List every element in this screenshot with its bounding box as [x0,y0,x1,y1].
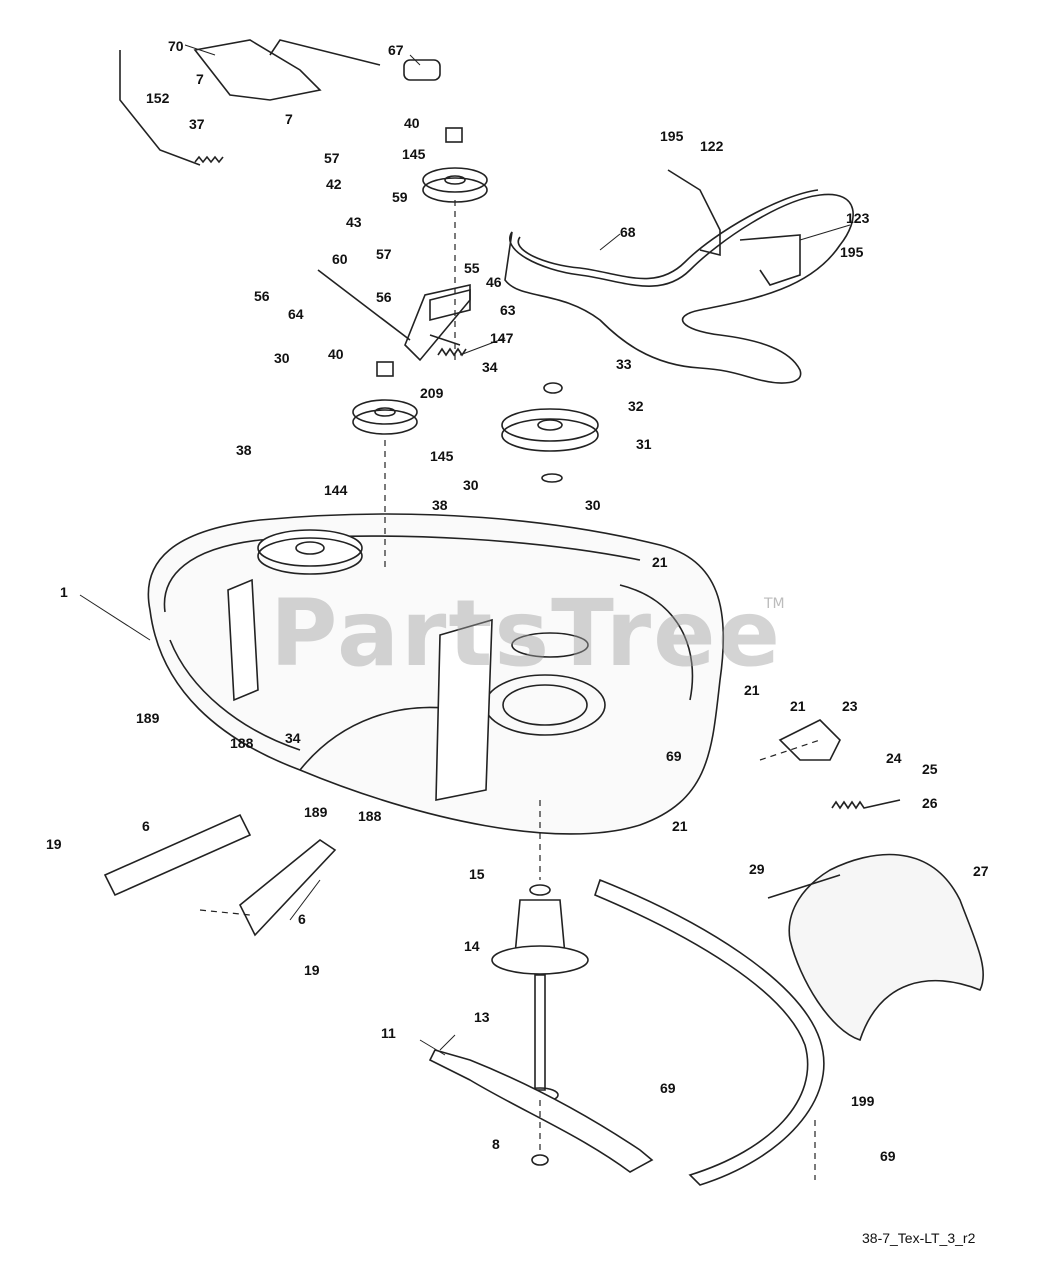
part-label[interactable]: 42 [326,176,342,192]
part-label[interactable]: 147 [490,330,514,346]
part-label[interactable]: 11 [381,1025,396,1041]
part-label[interactable]: 46 [486,274,502,290]
part-label[interactable]: 33 [616,356,632,372]
part-label[interactable]: 69 [880,1148,896,1164]
deck-bracket-left [227,578,493,801]
part-label[interactable]: 32 [628,398,644,414]
part-label[interactable]: 26 [922,795,938,811]
idler-pulley-upper [422,127,488,203]
deck-pulley-right [511,632,589,658]
mower-blade [428,1049,654,1173]
part-label[interactable]: 145 [402,146,426,162]
part-label[interactable]: 56 [254,288,270,304]
lift-lever-assembly [119,39,441,166]
part-label[interactable]: 188 [230,735,254,751]
part-label[interactable]: 30 [274,350,290,366]
part-label[interactable]: 6 [142,818,150,834]
part-label[interactable]: 189 [136,710,160,726]
part-label[interactable]: 38 [236,442,252,458]
part-label[interactable]: 34 [482,359,498,375]
drive-belt [504,189,854,384]
part-label[interactable]: 122 [700,138,724,154]
part-label[interactable]: 209 [420,385,444,401]
part-label[interactable]: 1 [60,584,68,600]
part-label[interactable]: 13 [474,1009,490,1025]
part-label[interactable]: 21 [790,698,806,714]
part-label[interactable]: 68 [620,224,636,240]
part-label[interactable]: 30 [463,477,479,493]
part-label[interactable]: 70 [168,38,184,54]
part-label[interactable]: 14 [464,938,480,954]
part-label[interactable]: 6 [298,911,306,927]
trademark-mark: TM [764,596,785,612]
spring-152 [194,155,224,164]
watermark: PartsTree [270,580,782,687]
part-label[interactable]: 199 [851,1093,875,1109]
part-label[interactable]: 27 [973,863,989,879]
alignment-lines [199,200,821,1180]
part-label[interactable]: 55 [464,260,480,276]
part-label[interactable]: 19 [46,836,62,852]
blade-bolt [531,1154,549,1166]
part-label[interactable]: 145 [430,448,454,464]
part-label[interactable]: 29 [749,861,765,877]
part-label[interactable]: 38 [432,497,448,513]
leader-lines [79,44,851,1056]
part-label[interactable]: 24 [886,750,902,766]
part-label[interactable]: 21 [672,818,688,834]
part-label[interactable]: 64 [288,306,304,322]
chute-bracket [778,719,841,761]
part-label[interactable]: 123 [846,210,870,226]
deck-shell [147,513,725,835]
part-label[interactable]: 23 [842,698,858,714]
deck-hanger-left [103,813,337,937]
part-label[interactable]: 69 [660,1080,676,1096]
part-label[interactable]: 152 [146,90,170,106]
part-label[interactable]: 195 [660,128,684,144]
idler-pulley-lower [352,361,418,435]
part-label[interactable]: 7 [285,111,293,127]
part-label[interactable]: 40 [404,115,420,131]
deflector-strap [594,878,825,1186]
part-label[interactable]: 63 [500,302,516,318]
part-label[interactable]: 7 [196,71,204,87]
part-label[interactable]: 189 [304,804,328,820]
spring-25 [831,799,901,810]
part-label[interactable]: 21 [744,682,760,698]
part-label[interactable]: 188 [358,808,382,824]
deck-pulley-left [257,529,363,575]
part-label[interactable]: 15 [469,866,485,882]
discharge-chute [788,853,984,1042]
part-label[interactable]: 37 [189,116,205,132]
belt-guide-rod [667,169,801,286]
idler-arm [317,269,471,362]
part-label[interactable]: 31 [636,436,652,452]
part-label[interactable]: 8 [492,1136,500,1152]
spindle-housing [491,884,589,1103]
part-label[interactable]: 21 [652,554,668,570]
part-label[interactable]: 59 [392,189,408,205]
part-label[interactable]: 34 [285,730,301,746]
part-label[interactable]: 67 [388,42,404,58]
part-label[interactable]: 25 [922,761,938,777]
part-label[interactable]: 30 [585,497,601,513]
part-label[interactable]: 19 [304,962,320,978]
part-label[interactable]: 144 [324,482,348,498]
part-label[interactable]: 57 [324,150,340,166]
part-label[interactable]: 60 [332,251,348,267]
pivot-rod [767,874,841,899]
part-label[interactable]: 43 [346,214,362,230]
spindle-pulley [501,382,599,483]
part-label[interactable]: 56 [376,289,392,305]
drawing-code: 38-7_Tex-LT_3_r2 [862,1230,976,1246]
part-label[interactable]: 40 [328,346,344,362]
part-label[interactable]: 57 [376,246,392,262]
part-label[interactable]: 69 [666,748,682,764]
part-label[interactable]: 195 [840,244,864,260]
